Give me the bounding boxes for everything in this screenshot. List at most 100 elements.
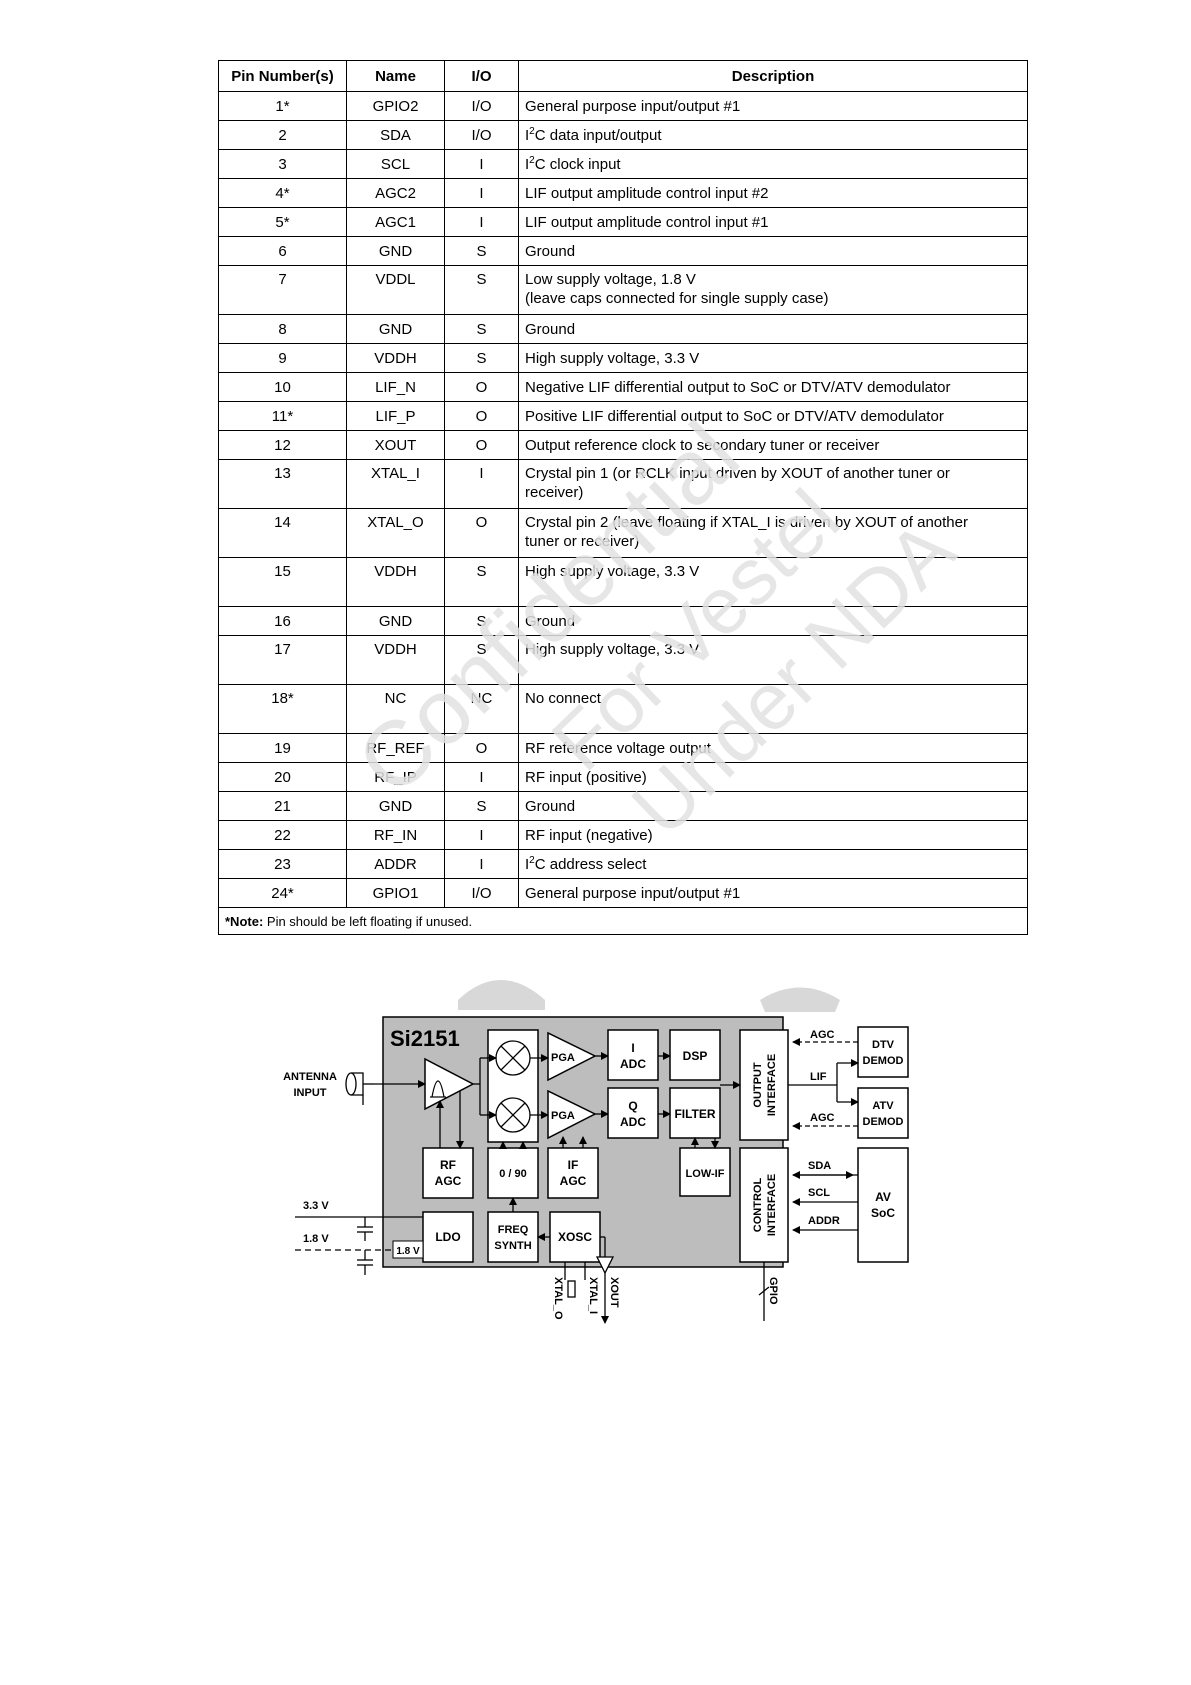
- pin-number-cell: 13: [218, 459, 347, 509]
- pin-description-cell: I2C clock input: [518, 149, 1028, 179]
- pin-description-cell: I2C address select: [518, 849, 1028, 879]
- if-agc-label-2: AGC: [560, 1174, 587, 1188]
- atv-demod-label-2: DEMOD: [863, 1116, 904, 1128]
- if-agc-label-1: IF: [568, 1158, 579, 1172]
- xtal-o-label: XTAL_O: [552, 1277, 564, 1320]
- ldo-1v8-output-label: 1.8 V: [396, 1246, 420, 1257]
- addr-label: ADDR: [808, 1215, 840, 1227]
- note-text: Pin should be left floating if unused.: [263, 913, 473, 929]
- atv-demod-block: [857, 1087, 909, 1139]
- xosc-label: XOSC: [558, 1230, 592, 1244]
- pin-io-cell: S: [444, 343, 519, 373]
- description-text-line2: (leave caps connected for single supply …: [525, 290, 829, 307]
- pin-number-cell: 22: [218, 820, 347, 850]
- pin-description-cell: Output reference clock to secondary tune…: [518, 430, 1028, 460]
- pin-number-cell: 1*: [218, 91, 347, 121]
- pin-description-cell: Crystal pin 1 (or RCLK input driven by X…: [518, 459, 1028, 509]
- q-adc-label-2: ADC: [620, 1115, 646, 1129]
- pin-name-cell: RF_IP: [346, 762, 445, 792]
- if-agc-block: [547, 1147, 599, 1199]
- pin-number-cell: 11*: [218, 401, 347, 431]
- description-text: General purpose input/output #1: [525, 884, 741, 902]
- av-soc-label-1: AV: [875, 1190, 891, 1204]
- output-interface-block: [739, 1029, 789, 1141]
- freq-synth-block: [487, 1211, 539, 1263]
- description-text: C address select: [534, 855, 647, 873]
- dsp-label: DSP: [683, 1049, 708, 1063]
- pin-name-cell: AGC1: [346, 207, 445, 237]
- description-text: General purpose input/output #1: [525, 97, 741, 115]
- description-text: Output reference clock to secondary tune…: [525, 436, 880, 454]
- pin-name-cell: GND: [346, 791, 445, 821]
- ldo-block: [422, 1211, 474, 1263]
- pin-number-cell: 9: [218, 343, 347, 373]
- decoupling-capacitor-icon: [357, 1217, 373, 1275]
- i2c-prefix: I: [525, 155, 530, 173]
- description-text: Crystal pin 1 (or RCLK input driven by X…: [525, 465, 950, 482]
- pin-description-cell: General purpose input/output #1: [518, 878, 1028, 908]
- lna-filter-icon: [430, 1080, 446, 1098]
- description-text: High supply voltage, 3.3 V: [525, 641, 700, 658]
- pin-io-cell: I: [444, 849, 519, 879]
- pin-io-cell: O: [444, 372, 519, 402]
- table-header-row: Pin Number(s) Name I/O Description: [218, 60, 1028, 92]
- gpio-label: GPIO: [767, 1277, 779, 1305]
- pin-table: Pin Number(s) Name I/O Description 1*GPI…: [218, 60, 1028, 935]
- description-text: Crystal pin 2 (leave floating if XTAL_I …: [525, 514, 968, 531]
- description-text: High supply voltage, 3.3 V: [525, 349, 700, 367]
- pin-description-cell: High supply voltage, 3.3 V: [518, 557, 1028, 607]
- dsp-block: [669, 1029, 721, 1081]
- pin-name-cell: XTAL_O: [346, 508, 445, 558]
- pin-number-cell: 12: [218, 430, 347, 460]
- pin-number-cell: 2: [218, 120, 347, 150]
- pga-q-label: PGA: [551, 1110, 575, 1122]
- pin-name-cell: GND: [346, 314, 445, 344]
- output-interface-label-1: OUTPUT: [752, 1062, 764, 1108]
- pin-number-cell: 14: [218, 508, 347, 558]
- agc-top-label: AGC: [810, 1029, 835, 1041]
- si2151-block-diagram: Si2151 ANTENNA INPUT PGA: [283, 1016, 909, 1324]
- dtv-demod-label-1: DTV: [872, 1039, 895, 1051]
- pin-description-cell: LIF output amplitude control input #2: [518, 178, 1028, 208]
- pin-name-cell: LIF_P: [346, 401, 445, 431]
- lif-label: LIF: [810, 1071, 827, 1083]
- pin-number-cell: 24*: [218, 878, 347, 908]
- pin-io-cell: I: [444, 207, 519, 237]
- pin-number-cell: 21: [218, 791, 347, 821]
- pin-io-cell: S: [444, 314, 519, 344]
- pin-name-cell: GPIO2: [346, 91, 445, 121]
- phase-shift-label: 0 / 90: [499, 1168, 527, 1180]
- pin-io-cell: I/O: [444, 91, 519, 121]
- description-text: Ground: [525, 797, 576, 815]
- filter-label: FILTER: [674, 1107, 715, 1121]
- phase-shift-block: [487, 1147, 539, 1199]
- control-interface-label-2: INTERFACE: [766, 1174, 778, 1236]
- xtal-i-label: XTAL_I: [587, 1277, 599, 1314]
- pin-io-cell: S: [444, 791, 519, 821]
- i2c-superscript: 2: [529, 154, 535, 166]
- filter-block: [669, 1087, 721, 1139]
- i2c-prefix: I: [525, 126, 530, 144]
- pin-description-cell: Low supply voltage, 1.8 V(leave caps con…: [518, 265, 1028, 315]
- pin-number-cell: 18*: [218, 684, 347, 734]
- i2c-prefix: I: [525, 855, 530, 873]
- pin-number-cell: 7: [218, 265, 347, 315]
- av-soc-label-2: SoC: [871, 1206, 895, 1220]
- pin-name-cell: VDDH: [346, 635, 445, 685]
- control-interface-block: [739, 1147, 789, 1263]
- pin-io-cell: S: [444, 606, 519, 636]
- description-text: Ground: [525, 320, 576, 338]
- header-description: Description: [518, 60, 1028, 92]
